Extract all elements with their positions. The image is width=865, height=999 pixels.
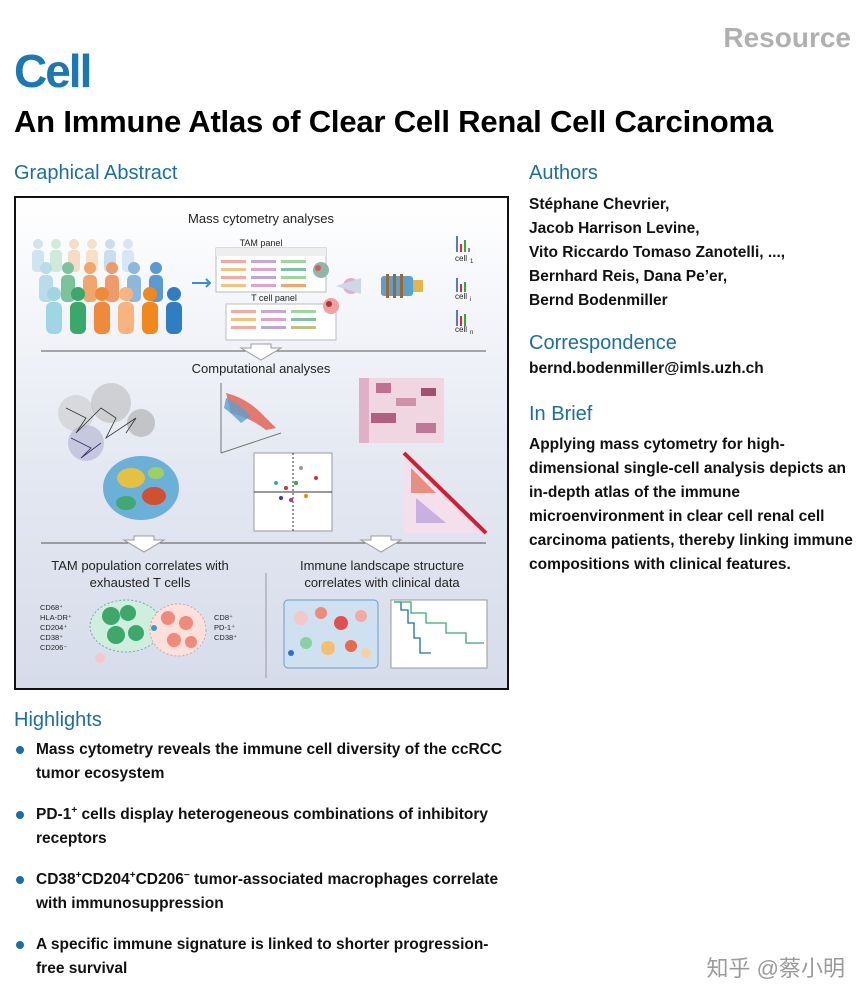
- bullet-icon: [16, 941, 24, 949]
- immune-landscape-icon: [283, 599, 379, 669]
- authors-heading: Authors: [529, 162, 598, 184]
- person-icon: [46, 287, 62, 334]
- person-icon: [50, 239, 62, 272]
- graphical-abstract-heading: Graphical Abstract: [14, 162, 178, 184]
- person-icon: [142, 287, 158, 334]
- network-graph-icon: [58, 383, 155, 461]
- tam-panel-label: TAM panel: [240, 238, 283, 248]
- cell-subscript-1: 1: [470, 259, 474, 265]
- tsne-map-icon: [103, 456, 179, 520]
- cell-label-1: cell: [455, 254, 467, 263]
- person-icon: [70, 287, 86, 334]
- highlight-text: CD204: [81, 871, 130, 888]
- heatmap-icon: [359, 378, 444, 443]
- landscape-label-1: Immune landscape structure: [300, 558, 464, 573]
- authors-list: Stéphane Chevrier, Jacob Harrison Levine…: [529, 193, 785, 313]
- down-arrow-icon: [122, 535, 166, 553]
- computational-label: Computational analyses: [192, 361, 331, 376]
- highlight-text: CD38: [36, 871, 76, 888]
- tcell-panel-table: [225, 303, 337, 341]
- patient-figures: [32, 239, 182, 334]
- arrow-icon: [192, 278, 212, 288]
- cell-subscript-n: n: [470, 330, 473, 336]
- marker-label: CD8⁺: [214, 613, 233, 622]
- down-arrow-icon: [239, 343, 283, 361]
- 3d-trajectory-icon: [220, 383, 282, 454]
- mass-cytometer-icon: [336, 274, 423, 298]
- cell-label-i: cell: [455, 292, 467, 301]
- tam-population-label-2: exhausted T cells: [90, 575, 191, 590]
- journal-logo: Cell: [14, 45, 92, 97]
- marker-label: CD38⁺: [40, 633, 63, 642]
- paper-title: An Immune Atlas of Clear Cell Renal Cell…: [14, 104, 773, 139]
- highlight-text: Mass cytometry reveals the immune cell d…: [36, 741, 503, 782]
- highlight-text: A specific immune signature is linked to…: [36, 936, 489, 977]
- down-arrow-icon: [359, 535, 403, 553]
- landscape-label-2: correlates with clinical data: [304, 575, 460, 590]
- bullet-icon: [16, 746, 24, 754]
- mass-cytometry-label: Mass cytometry analyses: [188, 211, 334, 226]
- tcell-panel-label: T cell panel: [251, 293, 297, 303]
- tam-cluster-icon: [89, 599, 207, 663]
- in-brief-text: Applying mass cytometry for high-dimensi…: [529, 436, 853, 573]
- marker-label: CD38⁺: [214, 633, 237, 642]
- superscript: +: [75, 869, 82, 881]
- correspondence-heading: Correspondence: [529, 332, 677, 354]
- highlight-item: CD38+CD204+CD206− tumor-associated macro…: [14, 868, 514, 916]
- correspondence-email-link[interactable]: bernd.bodenmiller@imls.uzh.ch: [529, 360, 764, 377]
- person-icon: [94, 287, 110, 334]
- author-line: Bernd Bodenmiller: [529, 292, 668, 309]
- scatter-plot-icon: [253, 452, 333, 532]
- marker-label: CD204⁺: [40, 623, 67, 632]
- bullet-icon: [16, 876, 24, 884]
- highlight-text: CD206: [135, 871, 184, 888]
- cell-subscript-i: i: [470, 297, 471, 303]
- highlight-text: cells display heterogeneous combinations…: [36, 806, 488, 847]
- marker-label: CD68⁺: [40, 603, 63, 612]
- marker-label: PD-1⁺: [214, 623, 235, 632]
- spectra-icons: [456, 236, 470, 326]
- person-icon: [166, 287, 182, 334]
- article-type-label: Resource: [723, 22, 851, 53]
- person-icon: [83, 262, 97, 302]
- highlight-item: Mass cytometry reveals the immune cell d…: [14, 738, 514, 786]
- superscript: +: [71, 804, 78, 816]
- superscript: +: [129, 869, 136, 881]
- author-line: Bernhard Reis, Dana Pe’er,: [529, 268, 728, 285]
- highlight-text: PD-1: [36, 806, 72, 823]
- correlation-matrix-icon: [402, 451, 488, 535]
- marker-label: HLA-DR⁺: [40, 613, 72, 622]
- highlight-text: tumor-associated macrophages correlate w…: [36, 871, 499, 912]
- marker-label: CD206⁻: [40, 643, 67, 652]
- highlights-heading: Highlights: [14, 709, 102, 731]
- author-line: Stéphane Chevrier,: [529, 196, 670, 213]
- superscript: −: [183, 869, 190, 881]
- survival-curve-icon: [390, 599, 488, 669]
- bullet-icon: [16, 811, 24, 819]
- in-brief-heading: In Brief: [529, 403, 593, 425]
- highlight-item: A specific immune signature is linked to…: [14, 933, 514, 981]
- watermark: 知乎 @蔡小明: [706, 956, 845, 981]
- highlight-item: PD-1+ cells display heterogeneous combin…: [14, 803, 514, 851]
- tam-population-label-1: TAM population correlates with: [51, 558, 229, 573]
- graphical-abstract-svg: Mass cytometry analyses: [32, 211, 488, 678]
- tam-panel-table: [215, 247, 327, 293]
- author-line: Vito Riccardo Tomaso Zanotelli, ...,: [529, 244, 786, 261]
- highlights-list: Mass cytometry reveals the immune cell d…: [14, 738, 514, 998]
- graphical-abstract-figure: Mass cytometry analyses: [14, 196, 509, 690]
- cell-label-n: cell: [455, 325, 467, 334]
- person-icon: [118, 287, 134, 334]
- author-line: Jacob Harrison Levine,: [529, 220, 700, 237]
